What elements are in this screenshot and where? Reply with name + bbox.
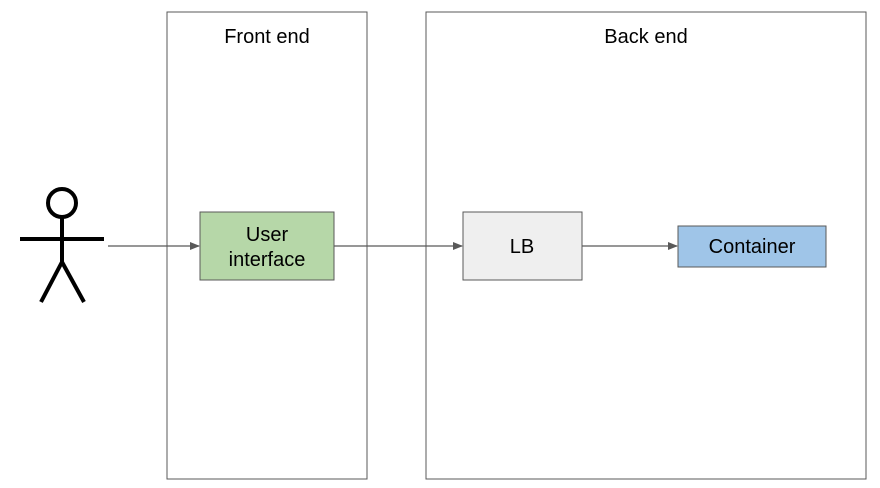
user-interface-node: User interface (199, 211, 335, 281)
front-end-title: Front end (224, 26, 310, 48)
user-interface-box (199, 211, 335, 281)
stick-figure-user-icon (20, 187, 104, 303)
lb-node: LB (462, 211, 583, 281)
back-end-title: Back end (604, 26, 687, 48)
container-box (677, 225, 827, 268)
user-interface-label-line1: User (246, 224, 289, 246)
lb-label: LB (510, 236, 534, 258)
user-interface-label-line2: interface (229, 249, 306, 271)
lb-box (462, 211, 583, 281)
container-label: Container (709, 236, 796, 258)
container-node: Container (677, 225, 827, 268)
